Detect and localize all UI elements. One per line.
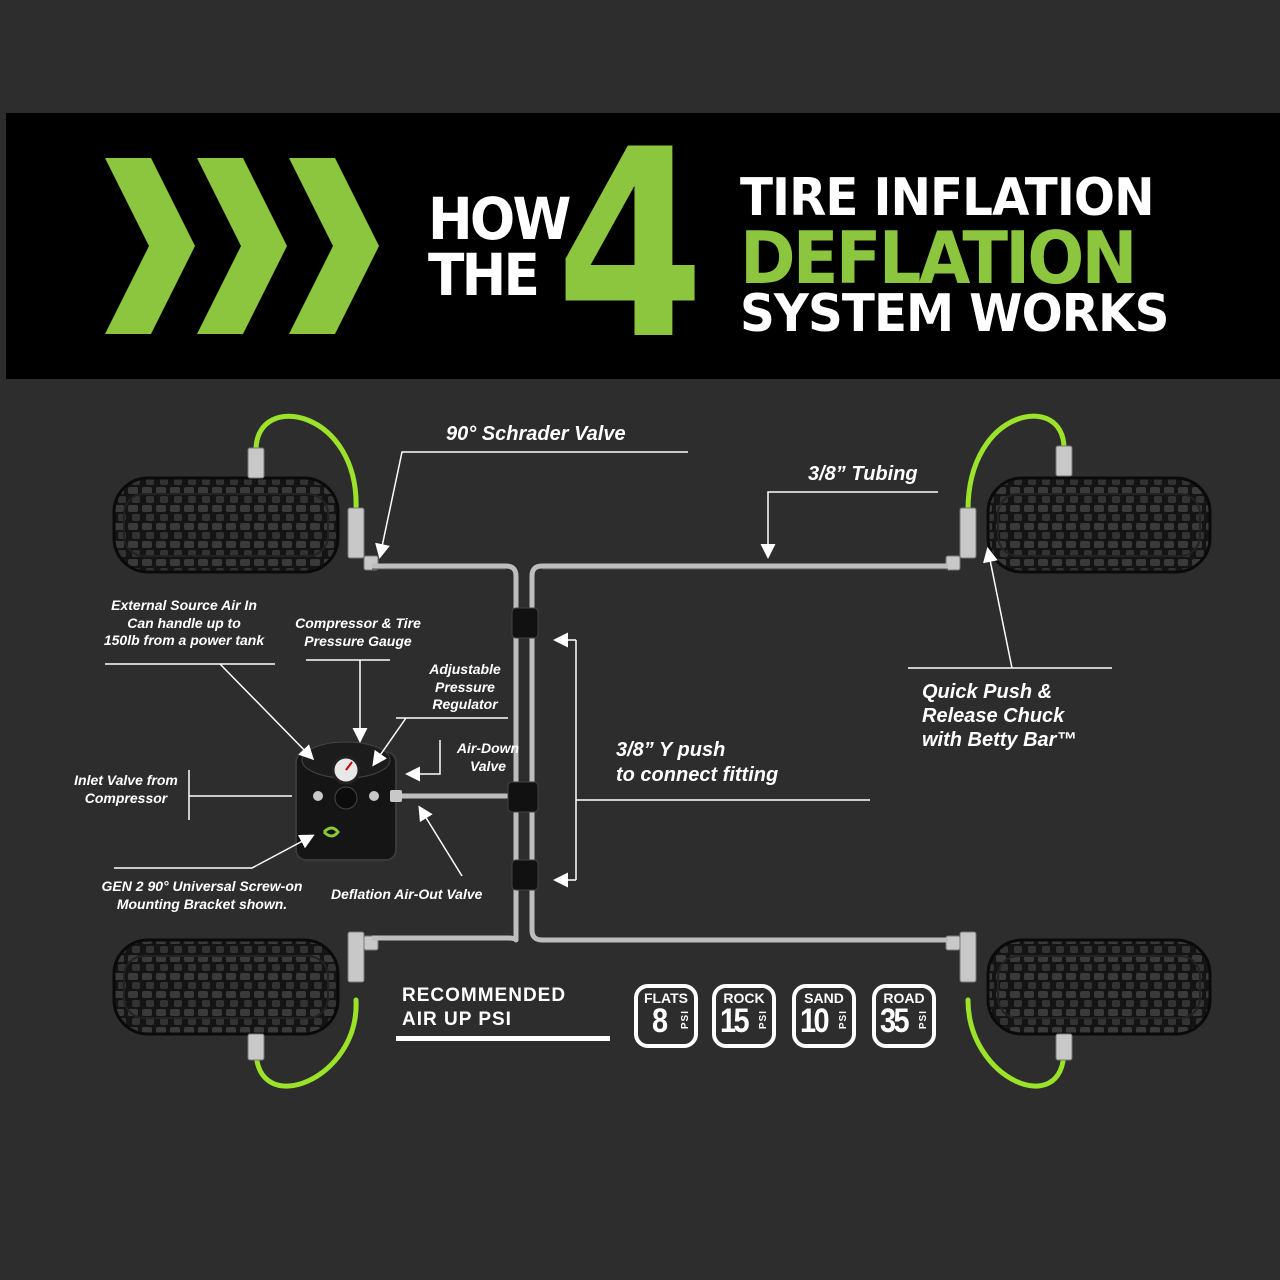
- label-deflation-air-out: Deflation Air-Out Valve: [331, 886, 483, 902]
- label-y-push-line-2: to connect fitting: [616, 764, 779, 786]
- header-line-1: TIRE INFLATION: [740, 168, 1155, 228]
- label-y-push-fitting: 3/8” Y push to connect fitting: [616, 738, 778, 788]
- label-mounting-bracket: GEN 2 90° Universal Screw-on Mounting Br…: [80, 878, 324, 913]
- label-schrader-valve: 90° Schrader Valve: [446, 423, 626, 445]
- header-line-2: DEFLATION: [740, 216, 1138, 300]
- psi-badge-unit: PSI: [680, 1010, 691, 1030]
- label-y-push-line-1: 3/8” Y push: [616, 739, 726, 761]
- label-pressure-gauge: Compressor & Tire Pressure Gauge: [278, 615, 438, 650]
- label-external-air-line-1: External Source Air In: [111, 597, 257, 613]
- label-pressure-gauge-line-2: Pressure Gauge: [304, 632, 412, 649]
- psi-badge-unit: PSI: [838, 1010, 849, 1030]
- psi-badge-name: SAND: [804, 990, 844, 1006]
- header-how: HOW: [428, 185, 571, 253]
- header-line-3: SYSTEM WORKS: [740, 284, 1169, 344]
- callout-lines: [105, 451, 1112, 888]
- recommended-psi-line-2: AIR UP PSI: [402, 1009, 512, 1031]
- label-inlet-valve-line-2: Compressor: [84, 789, 168, 806]
- label-mounting-bracket-line-2: Mounting Bracket shown.: [116, 895, 288, 912]
- label-quick-push-chuck: Quick Push & Release Chuck with Betty Ba…: [922, 680, 1076, 752]
- psi-badge-name: ROAD: [883, 990, 925, 1006]
- label-pressure-regulator-line-2: Pressure: [435, 678, 495, 695]
- label-air-down-valve-line-2: Valve: [469, 757, 507, 774]
- psi-badge-sand: SAND 10 PSI: [792, 984, 856, 1048]
- label-external-air-line-2: Can handle up to: [127, 614, 241, 631]
- y-fittings: [507, 607, 539, 891]
- tire-front-left: [112, 476, 340, 574]
- psi-badge-flats: FLATS 8 PSI: [634, 984, 698, 1048]
- valve-fittings: [247, 445, 1073, 1061]
- label-pressure-regulator: Adjustable Pressure Regulator: [410, 661, 520, 714]
- label-inlet-valve: Inlet Valve from Compressor: [56, 772, 196, 807]
- label-air-down-valve: Air-Down Valve: [440, 740, 536, 775]
- label-external-air: External Source Air In Can handle up to …: [80, 597, 288, 650]
- psi-underline: [396, 1036, 610, 1041]
- label-quick-push-line-2: Release Chuck: [922, 705, 1065, 727]
- tire-rear-left: [112, 938, 340, 1036]
- label-external-air-line-3: 150lb from a power tank: [103, 632, 265, 648]
- psi-badge-value: 15: [720, 1002, 750, 1040]
- label-mounting-bracket-line-1: GEN 2 90° Universal Screw-on: [101, 878, 303, 894]
- label-air-down-valve-line-1: Air-Down: [456, 740, 520, 756]
- label-quick-push-line-1: Quick Push &: [922, 681, 1053, 703]
- header-banner: [6, 113, 1280, 379]
- header-the: THE: [428, 241, 540, 309]
- psi-badge-value: 35: [880, 1002, 910, 1040]
- recommended-psi-line-1: RECOMMENDED: [402, 985, 567, 1006]
- label-pressure-regulator-line-3: Regulator: [432, 696, 498, 712]
- label-pressure-gauge-line-1: Compressor & Tire: [295, 615, 421, 631]
- label-quick-push-line-3: with Betty Bar™: [922, 729, 1077, 751]
- header-four: 4: [556, 95, 704, 397]
- label-inlet-valve-line-1: Inlet Valve from: [74, 772, 178, 788]
- tire-front-right: [986, 476, 1212, 574]
- manifold-unit: [295, 741, 402, 861]
- tire-rear-right: [986, 938, 1212, 1036]
- green-hoses: [253, 413, 1067, 1089]
- psi-badge-value: 8: [652, 1002, 668, 1040]
- label-tubing: 3/8” Tubing: [808, 463, 918, 485]
- psi-badge-name: ROCK: [723, 990, 765, 1006]
- psi-badge-road: ROAD 35 PSI: [872, 984, 936, 1048]
- psi-badge-unit: PSI: [918, 1010, 929, 1030]
- psi-badge-rock: ROCK 15 PSI: [712, 984, 776, 1048]
- psi-badge-name: FLATS: [643, 990, 689, 1006]
- psi-badge-unit: PSI: [758, 1010, 769, 1030]
- recommended-psi-title: RECOMMENDED AIR UP PSI: [402, 984, 566, 1033]
- chevron-arrows-icon: [105, 158, 379, 334]
- psi-badge-value: 10: [800, 1002, 830, 1040]
- air-tubing: [372, 563, 948, 943]
- label-pressure-regulator-line-1: Adjustable: [429, 661, 501, 677]
